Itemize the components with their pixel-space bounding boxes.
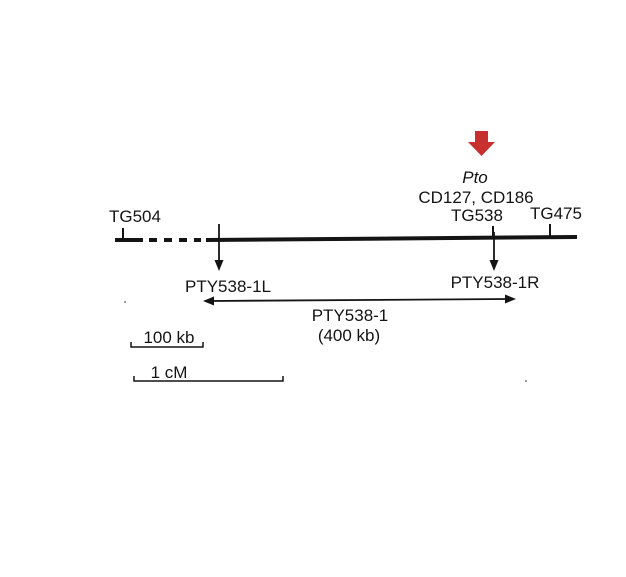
chromosome-map-line — [115, 235, 578, 242]
pto-highlight-arrow-icon — [468, 131, 495, 156]
tg504-label: TG504 — [109, 207, 161, 226]
scale-bar-physical-label: 100 kb — [143, 328, 194, 347]
pto-gene-label: Pto — [462, 168, 488, 187]
clone-size-label: (400 kb) — [318, 326, 380, 345]
tg538-label: TG538 — [451, 206, 503, 225]
cd-markers-label: CD127, CD186 — [418, 188, 533, 207]
tg475-label: TG475 — [530, 204, 582, 223]
clone-end-right-arrow-icon — [489, 232, 499, 271]
scale-bar-physical: 100 kb — [130, 328, 204, 348]
clone-end-left-arrow-icon — [214, 224, 224, 271]
clone-left-end-label: PTY538-1L — [185, 277, 271, 296]
scan-speck — [525, 380, 527, 382]
clone-right-end-label: PTY538-1R — [451, 273, 540, 292]
clone-name-label: PTY538-1 — [312, 306, 389, 325]
marker-ticks — [122, 224, 551, 241]
scale-bar-genetic: 1 cM — [133, 363, 284, 382]
clone-span-double-arrow-icon — [203, 294, 516, 306]
scale-bar-genetic-label: 1 cM — [151, 363, 188, 382]
scan-speck — [124, 301, 126, 303]
